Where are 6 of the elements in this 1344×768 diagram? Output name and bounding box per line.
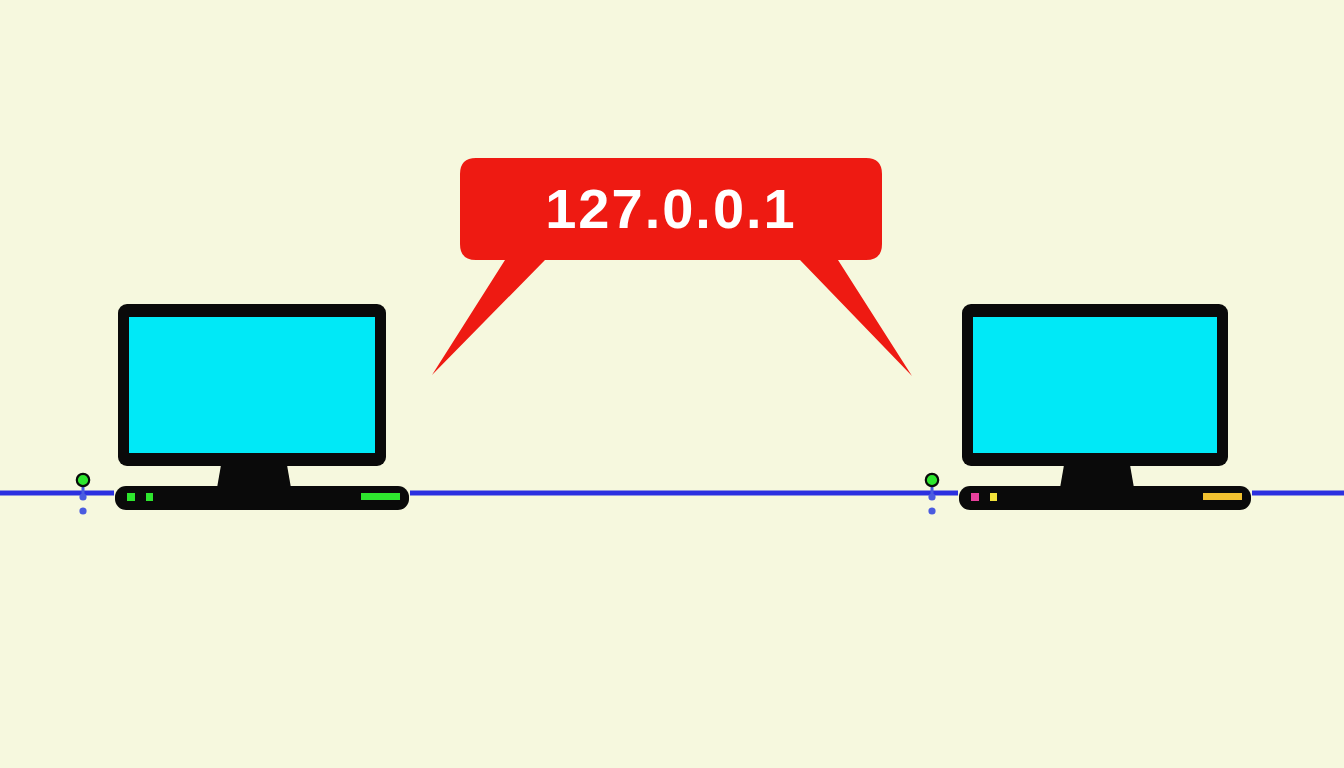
desktop-computer	[958, 304, 1252, 511]
cable-line	[410, 490, 958, 496]
cable-line	[1252, 490, 1344, 496]
ip-address-text: 127.0.0.1	[545, 181, 797, 237]
cable-line	[0, 490, 114, 496]
desktop-computer	[114, 304, 410, 511]
